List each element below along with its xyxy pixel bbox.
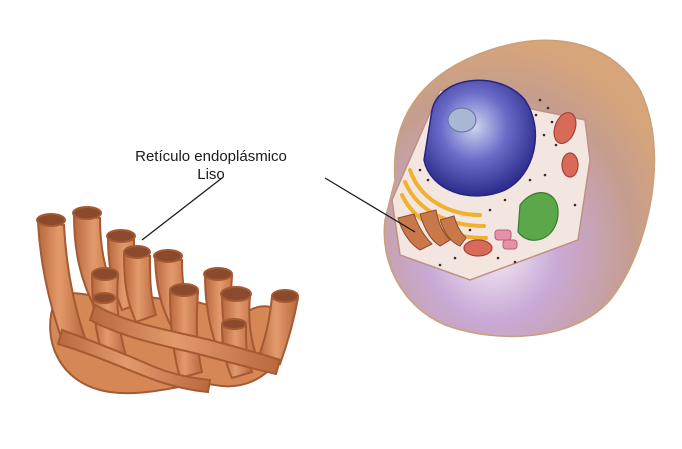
- mitochondria: [463, 111, 579, 257]
- smooth-er-illustration: [36, 206, 300, 395]
- er-tubes: [36, 213, 300, 394]
- leader-line-left: [141, 177, 223, 241]
- ribosomes: [418, 98, 577, 267]
- leader-lines: [141, 177, 416, 241]
- centrosome: [494, 229, 518, 250]
- animal-cell-illustration: [383, 39, 656, 338]
- er-label-line-1: Retículo endoplásmico: [135, 148, 287, 165]
- nucleus: [423, 79, 537, 197]
- er-tube-openings: [36, 206, 299, 330]
- leader-line-right: [324, 177, 416, 233]
- er-label-line-2: Liso: [197, 166, 225, 183]
- green-organelle: [517, 192, 559, 241]
- nucleolus: [447, 107, 477, 133]
